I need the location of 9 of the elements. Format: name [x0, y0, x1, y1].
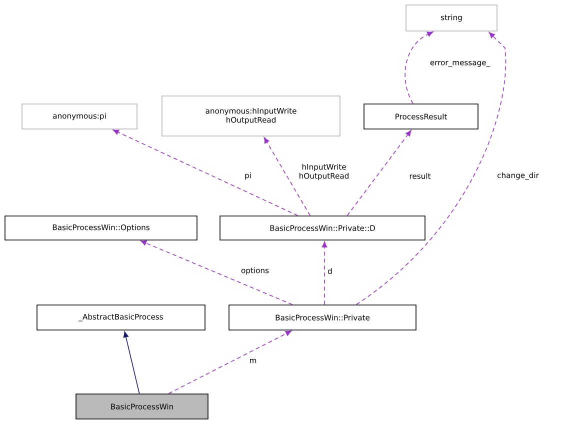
- dependency-arrow: [140, 240, 293, 305]
- dependency-arrow: [322, 241, 328, 305]
- dependency-arrow: [346, 130, 412, 216]
- dependency-arrow: [404, 32, 434, 104]
- dependency-arrow: [168, 330, 292, 394]
- dependency-arrow: [123, 331, 140, 394]
- dependency-arrow: [264, 137, 311, 216]
- dependency-arrow: [112, 130, 298, 216]
- dependency-arrow: [356, 32, 506, 305]
